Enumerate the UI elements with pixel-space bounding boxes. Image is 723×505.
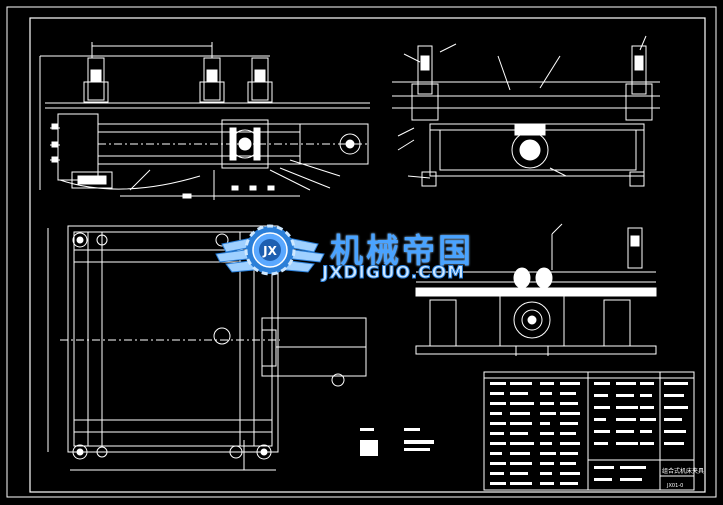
side-view [392,35,660,187]
technical-notes [360,428,434,456]
title-block-drawing-code: JX01-0 [667,483,684,489]
plan-view [47,225,367,471]
watermark-site-text: JXDIGUO.COM [321,263,466,284]
title-block [483,371,695,491]
watermark-logo [215,224,325,276]
drawing-frame [6,6,717,498]
section-view [415,223,657,356]
watermark-logo-letters: JX [262,244,277,258]
title-block-drawing-title: 组合式机床夹具 [662,468,705,475]
watermark-chinese-text: 机械帝国 [330,231,474,270]
front-view [39,42,370,200]
